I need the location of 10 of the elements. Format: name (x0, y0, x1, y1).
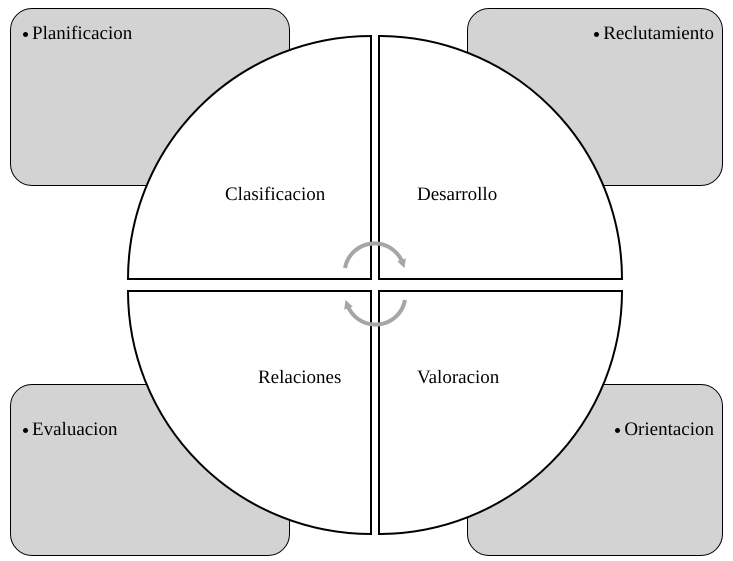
curved-arrow (344, 300, 407, 327)
segment-label: Desarrollo (417, 184, 498, 206)
bullet-text: Orientacion (624, 419, 714, 441)
bullet-text: Planificacion (32, 23, 132, 45)
bullet-text: Reclutamiento (603, 23, 714, 45)
segment-label: Valoracion (417, 367, 500, 389)
bullet-text: Evaluacion (32, 419, 118, 441)
segment-label: Clasificacion (225, 184, 326, 206)
curved-arrow (343, 241, 406, 268)
segment-label: Relaciones (258, 367, 342, 389)
